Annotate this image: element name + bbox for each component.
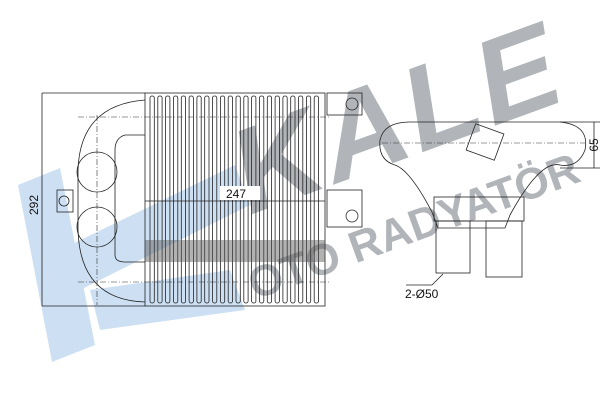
core-fin [188, 95, 194, 304]
core-body [144, 92, 326, 307]
core-fin [282, 95, 288, 304]
core-fin [313, 95, 319, 304]
pipe-dim-label: 2-Ø50 [405, 287, 439, 301]
leader-line [431, 273, 444, 286]
core-fin [165, 95, 171, 304]
right-bracket-bottom [326, 189, 363, 228]
core-fin [266, 95, 272, 304]
dim-label-bg [220, 186, 260, 200]
depth-dim-label: 65 [587, 138, 600, 152]
core-dense-band [145, 240, 325, 262]
side-view: 65 2-Ø50 [379, 121, 600, 301]
core-fin [274, 95, 280, 304]
core-fin [157, 95, 163, 304]
side-collar [433, 196, 525, 222]
left-bracket [56, 189, 74, 213]
core-fin [298, 95, 304, 304]
side-sensor [465, 123, 505, 161]
bolt-icon [58, 195, 70, 207]
side-tank-outline [379, 121, 587, 229]
watermark-k-arm [60, 165, 250, 290]
watermark-k-shape [18, 168, 95, 362]
core-fin [204, 95, 210, 304]
watermark-logo: KALE OTO RADYATÖR [18, 0, 586, 362]
core-fin [212, 95, 218, 304]
right-bracket-top [326, 92, 363, 116]
core-fin [305, 95, 312, 304]
front-view: 292 247 [27, 92, 363, 307]
core-fin [290, 95, 296, 304]
left-tank [77, 99, 146, 303]
pipe-right [485, 220, 523, 278]
core-fin [180, 95, 187, 304]
bolt-icon [345, 209, 359, 223]
core-fin [196, 95, 202, 304]
bolt-icon [345, 97, 359, 111]
width-dim-label: 247 [226, 187, 246, 201]
height-dim-label: 292 [27, 195, 41, 215]
pipe-left [435, 220, 471, 274]
left-tank-inner [114, 134, 145, 263]
core-fin [149, 95, 155, 304]
core-fin [173, 95, 179, 304]
watermark-k-leg [90, 270, 245, 330]
